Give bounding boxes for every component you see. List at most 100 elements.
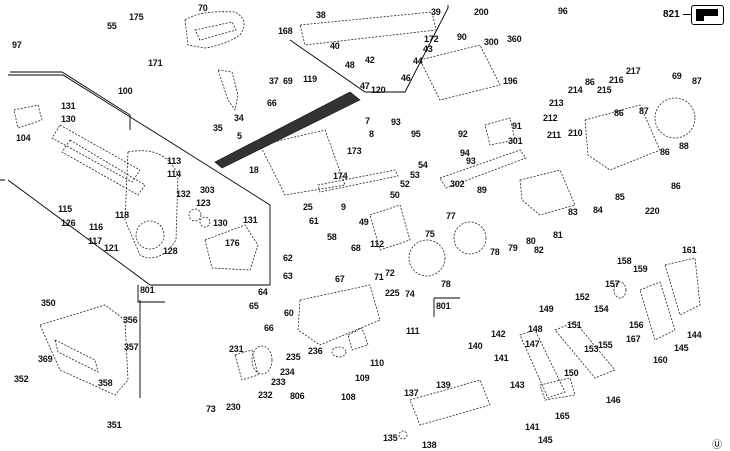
brand-logo-icon <box>691 5 724 25</box>
callout-301: 301 <box>508 136 523 146</box>
group-boundary-200 <box>289 5 449 93</box>
callout-63: 63 <box>283 271 293 281</box>
armature-end <box>453 221 487 255</box>
callout-92: 92 <box>458 129 468 139</box>
callout-8: 8 <box>369 129 374 139</box>
callout-156: 156 <box>629 320 644 330</box>
long-bar-part <box>439 149 527 189</box>
callout-66: 66 <box>267 98 277 108</box>
gear-108 <box>331 346 347 358</box>
callout-151: 151 <box>567 320 582 330</box>
callout-350: 350 <box>41 298 56 308</box>
callout-173: 173 <box>347 146 362 156</box>
sheet-code-leader <box>683 14 691 15</box>
callout-5: 5 <box>237 131 242 141</box>
callout-86: 86 <box>660 147 670 157</box>
corner-mark-icon: Ⓤ <box>712 440 722 451</box>
fence-rail-part <box>299 11 437 46</box>
callout-70: 70 <box>198 3 208 13</box>
callout-232: 232 <box>258 390 273 400</box>
callout-50: 50 <box>390 190 400 200</box>
callout-79: 79 <box>508 243 518 253</box>
callout-38: 38 <box>316 10 326 20</box>
callout-78: 78 <box>490 247 500 257</box>
callout-130: 130 <box>61 114 76 124</box>
callout-234: 234 <box>280 367 295 377</box>
callout-118: 118 <box>115 210 129 220</box>
callout-58: 58 <box>327 232 337 242</box>
callout-94: 94 <box>460 148 470 158</box>
cylinder-49 <box>369 204 411 251</box>
handle-part <box>184 11 245 49</box>
callout-61: 61 <box>309 216 319 226</box>
callout-86: 86 <box>671 181 681 191</box>
callout-352: 352 <box>14 374 29 384</box>
callout-139: 139 <box>436 380 451 390</box>
motor-subassembly <box>204 224 259 271</box>
callout-148: 148 <box>528 324 543 334</box>
sheet-code: 821 <box>663 9 680 20</box>
callout-90: 90 <box>457 32 467 42</box>
callout-86: 86 <box>585 77 595 87</box>
callout-147: 147 <box>525 339 540 349</box>
callout-212: 212 <box>543 113 558 123</box>
gearbox-housing <box>124 150 179 259</box>
callout-60: 60 <box>284 308 294 318</box>
callout-123: 123 <box>196 198 211 208</box>
callout-100: 100 <box>118 86 133 96</box>
callout-360: 360 <box>507 34 522 44</box>
callout-34: 34 <box>234 113 244 123</box>
callout-66: 66 <box>264 323 274 333</box>
callout-110: 110 <box>370 358 384 368</box>
belt-guard-slot <box>54 339 99 373</box>
callout-48: 48 <box>345 60 355 70</box>
callout-806: 806 <box>290 391 305 401</box>
callout-196: 196 <box>503 76 518 86</box>
callout-40: 40 <box>330 41 340 51</box>
callout-200: 200 <box>474 7 489 17</box>
callout-217: 217 <box>626 66 641 76</box>
callout-69: 69 <box>672 71 682 81</box>
callout-152: 152 <box>575 292 590 302</box>
callout-149: 149 <box>539 304 554 314</box>
callout-68: 68 <box>351 243 361 253</box>
callout-210: 210 <box>568 128 583 138</box>
callout-47: 47 <box>360 81 370 91</box>
callout-220: 220 <box>645 206 660 216</box>
callout-126: 126 <box>61 218 76 228</box>
callout-89: 89 <box>477 185 487 195</box>
callout-225: 225 <box>385 288 400 298</box>
callout-801: 801 <box>436 301 451 311</box>
callout-168: 168 <box>278 26 293 36</box>
guard-161 <box>664 257 701 316</box>
callout-74: 74 <box>405 289 415 299</box>
arm-160 <box>639 281 676 341</box>
callout-18: 18 <box>249 165 259 175</box>
callout-165: 165 <box>555 411 570 421</box>
callout-216: 216 <box>609 75 624 85</box>
callout-111: 111 <box>406 326 420 336</box>
motor-housing-part <box>584 104 661 171</box>
callout-143: 143 <box>510 380 525 390</box>
callout-55: 55 <box>107 21 117 31</box>
callout-75: 75 <box>425 229 435 239</box>
callout-46: 46 <box>401 73 411 83</box>
callout-93: 93 <box>391 117 401 127</box>
callout-97: 97 <box>12 40 22 50</box>
callout-211: 211 <box>547 130 561 140</box>
callout-128: 128 <box>163 246 178 256</box>
callout-302: 302 <box>450 179 465 189</box>
callout-801-box <box>137 285 165 303</box>
callout-108: 108 <box>341 392 356 402</box>
callout-52: 52 <box>400 179 410 189</box>
callout-71: 71 <box>374 272 384 282</box>
callout-25: 25 <box>303 202 313 212</box>
callout-369: 369 <box>38 354 53 364</box>
callout-801: 801 <box>140 285 155 295</box>
callout-87: 87 <box>692 76 702 86</box>
callout-145: 145 <box>538 435 553 445</box>
callout-213: 213 <box>549 98 564 108</box>
callout-356: 356 <box>123 315 138 325</box>
callout-138: 138 <box>422 440 437 450</box>
spring-139 <box>409 379 491 426</box>
